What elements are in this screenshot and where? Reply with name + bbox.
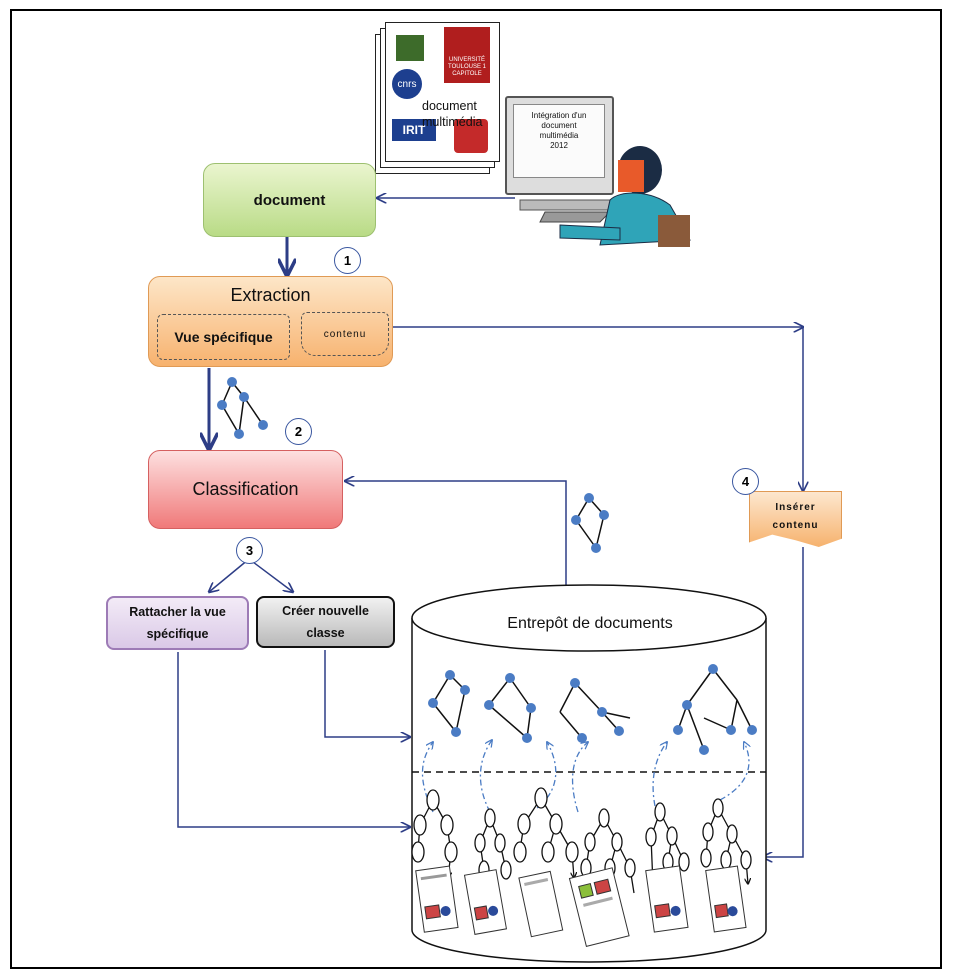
document-illustration: UNIVERSITÉ TOULOUSE 1 CAPITOLE cnrs IRIT… — [375, 22, 500, 174]
tree-3 — [513, 787, 578, 878]
doc-label-line-2: multimédia — [422, 115, 483, 129]
arrow-warehouse-to-classification — [345, 481, 567, 590]
tree-6 — [700, 798, 751, 884]
inserer-line-2: contenu — [772, 519, 819, 531]
document-label: document — [253, 191, 326, 209]
contenu-box: contenu — [301, 312, 389, 356]
monitor-line-3: multimédia — [539, 131, 579, 140]
tree-2 — [474, 808, 512, 895]
universite-logo: UNIVERSITÉ TOULOUSE 1 CAPITOLE — [444, 27, 490, 83]
s-logo — [454, 119, 488, 153]
rattacher-line-2: spécifique — [146, 627, 209, 641]
monitor-line-4: 2012 — [550, 141, 568, 150]
universite-line-1: UNIVERSITÉ — [448, 57, 485, 63]
classification-box: Classification — [148, 450, 343, 529]
arrow-to-rattacher — [209, 558, 250, 592]
universite-line-2: TOULOUSE 1 — [448, 64, 486, 70]
rattacher-line-1: Rattacher la vue — [129, 605, 226, 619]
vue-specifique-box: Vue spécifique — [157, 314, 290, 360]
tree-4 — [581, 808, 636, 894]
classification-label: Classification — [192, 479, 299, 499]
document-box: document — [203, 163, 376, 237]
arrow-creer-to-warehouse — [324, 650, 410, 737]
monitor-line-2: document — [541, 121, 577, 130]
flow-arrows — [177, 198, 804, 857]
document-thumbnails — [415, 865, 747, 947]
tree-5 — [645, 802, 690, 885]
creer-classe-box: Créer nouvelle classe — [256, 596, 395, 648]
doc-illustration-label: document multimédia — [422, 98, 482, 130]
inserer-line-1: Insérer — [775, 501, 816, 513]
monitor-screen: Intégration d'un document multimédia 201… — [513, 104, 605, 178]
monitor-illustration: Intégration d'un document multimédia 201… — [505, 96, 614, 195]
rattacher-box: Rattacher la vue spécifique — [106, 596, 249, 650]
extraction-box: Extraction Vue spécifique contenu — [148, 276, 393, 367]
creer-line-2: classe — [306, 626, 345, 640]
step-badge-1: 1 — [334, 247, 361, 274]
arrow-rattacher-to-warehouse — [177, 652, 410, 827]
universite-line-3: CAPITOLE — [452, 71, 482, 77]
cnrs-logo: cnrs — [392, 69, 422, 99]
step-badge-3: 3 — [236, 537, 263, 564]
irit-logo: IRIT — [392, 119, 436, 141]
step-badge-2: 2 — [285, 418, 312, 445]
view-graphs — [428, 664, 757, 755]
graph-icon-warehouse — [571, 493, 609, 553]
tree-1 — [411, 789, 458, 878]
step-badge-4: 4 — [732, 468, 759, 495]
paper-front: UNIVERSITÉ TOULOUSE 1 CAPITOLE cnrs IRIT — [385, 22, 500, 162]
extraction-title: Extraction — [230, 285, 311, 305]
document-trees — [411, 787, 751, 895]
arrow-inserer-to-warehouse — [763, 547, 804, 857]
creer-line-1: Créer nouvelle — [282, 604, 369, 618]
warehouse-label: Entrepôt de documents — [507, 615, 673, 632]
flower-logo — [396, 35, 424, 61]
graph-icon-extraction — [217, 377, 268, 439]
doc-label-line-1: document — [422, 99, 477, 113]
monitor-line-1: Intégration d'un — [531, 111, 587, 120]
arrow-to-creer — [248, 558, 293, 592]
